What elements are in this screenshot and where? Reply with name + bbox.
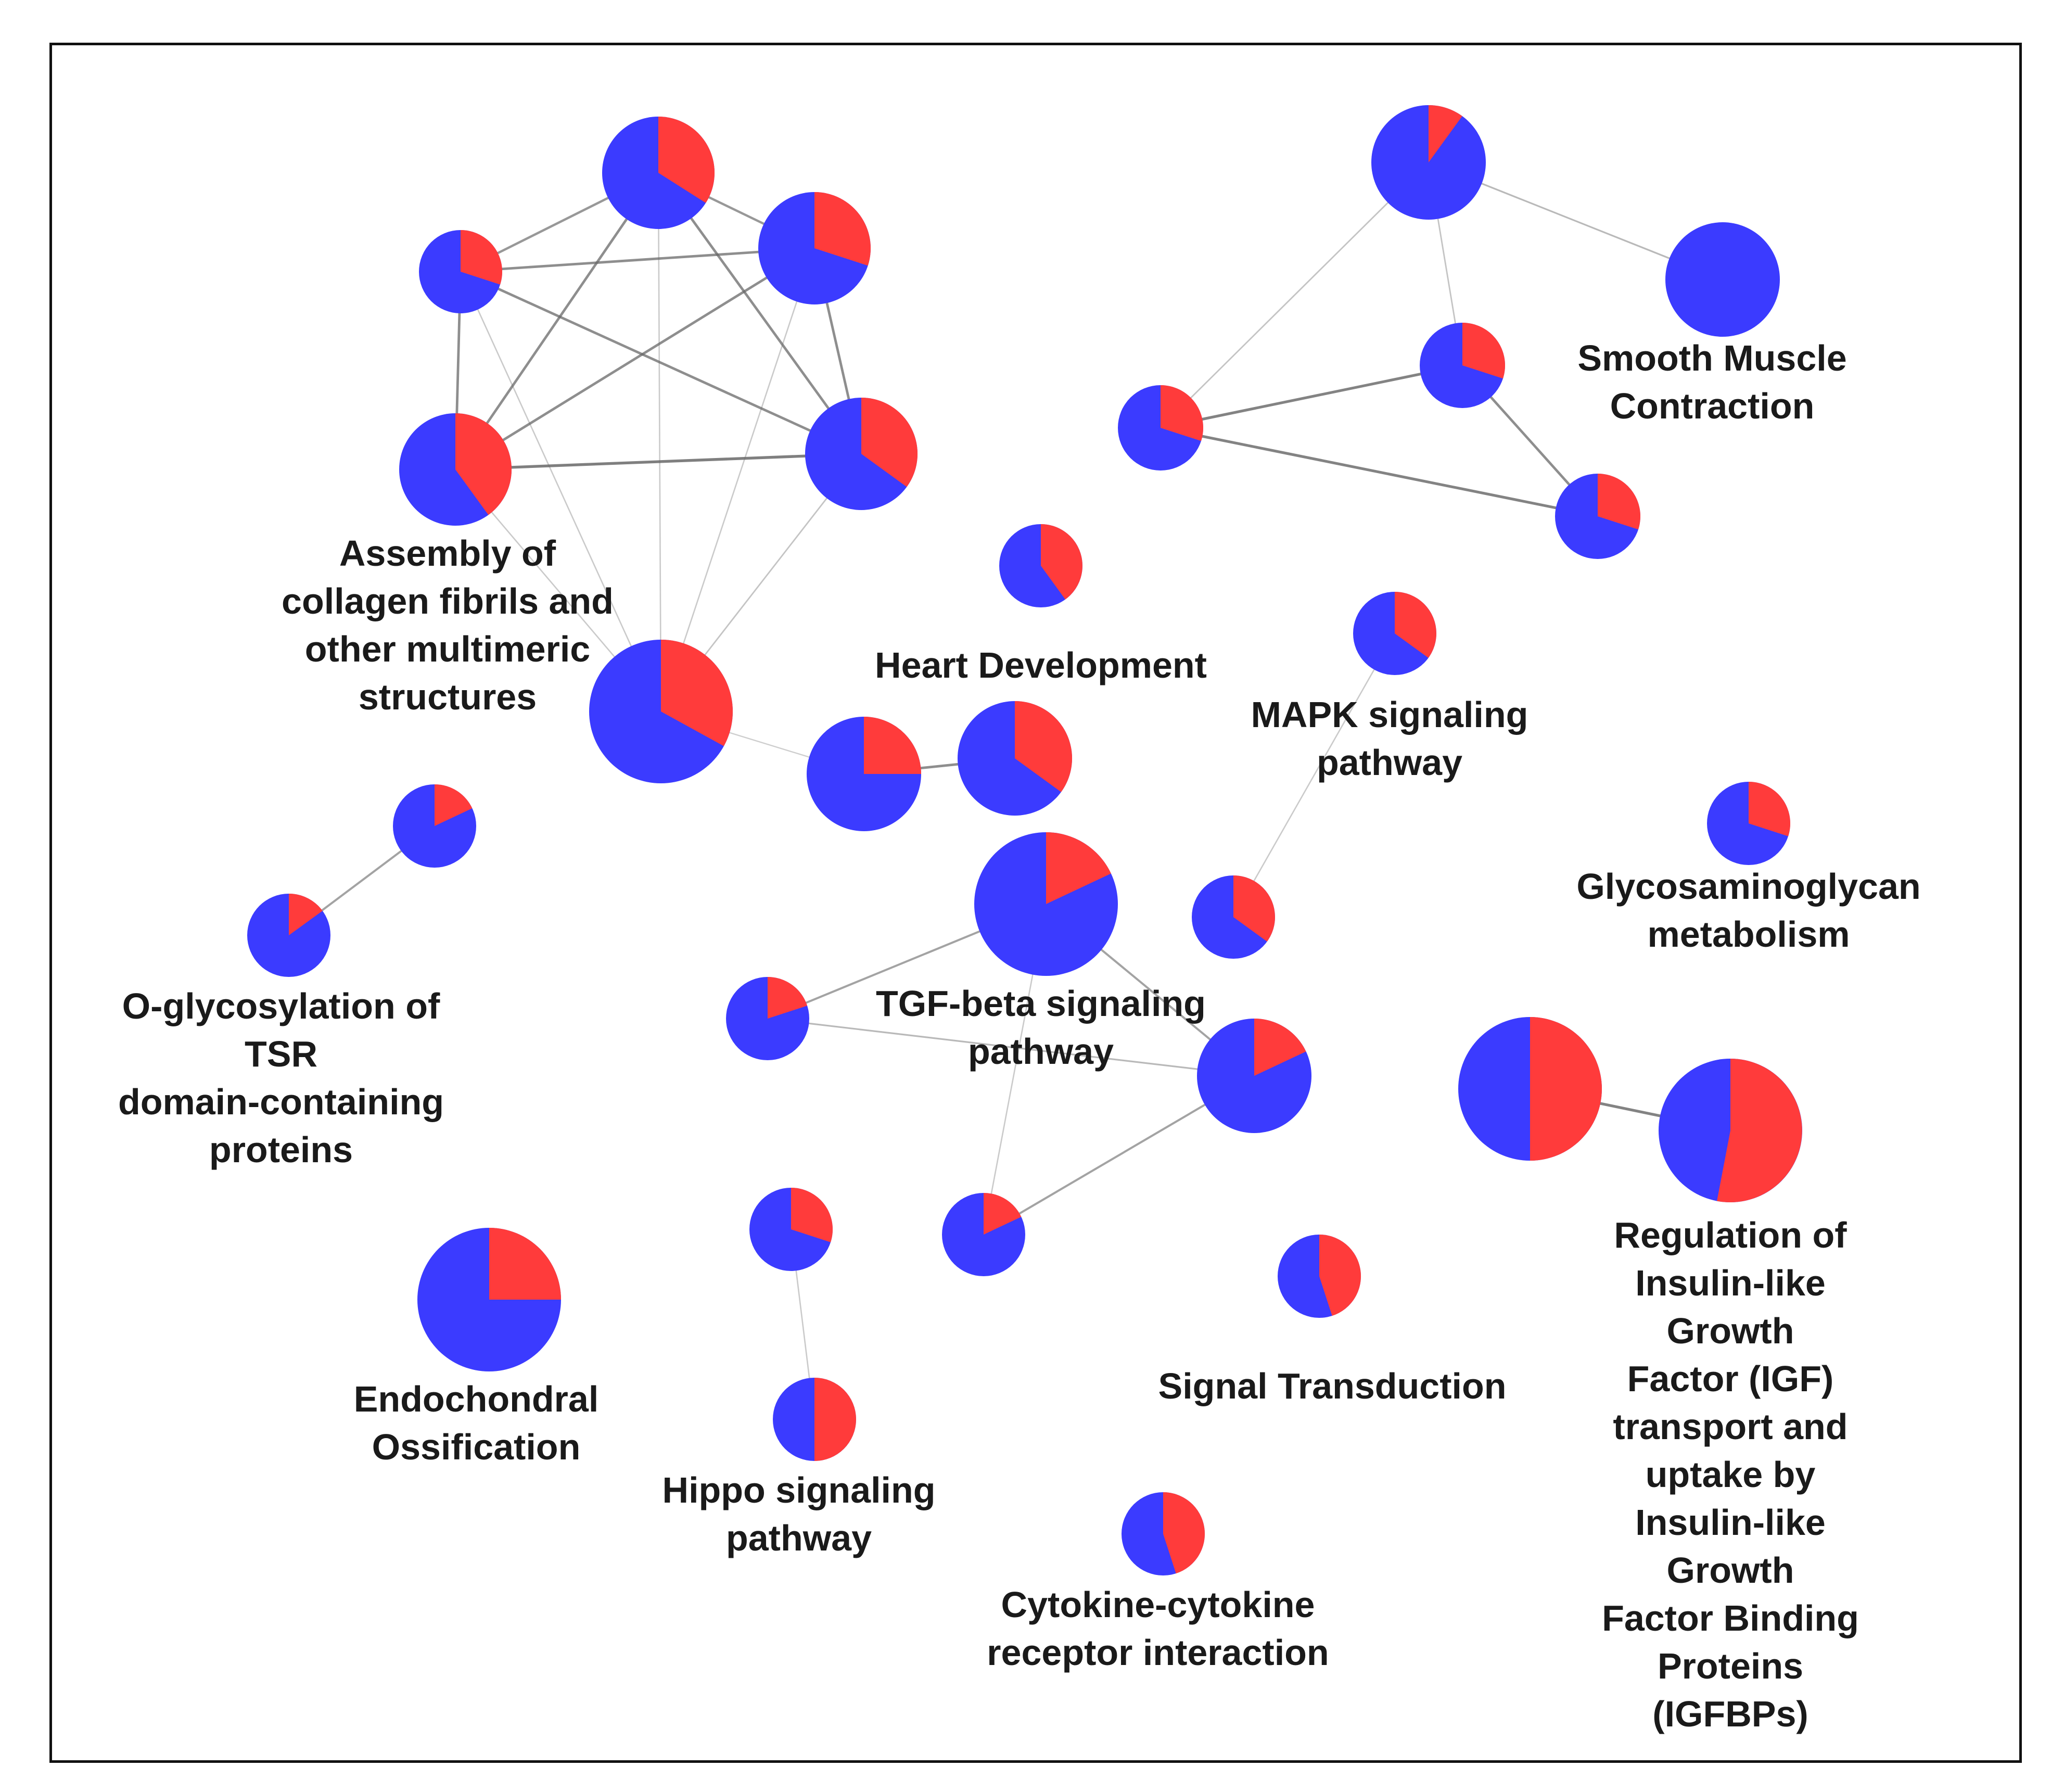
pie-node-c4[interactable]: [399, 413, 512, 526]
pie-slice-up-i1: [1530, 1017, 1602, 1161]
pie-slice-up-hp2: [814, 1378, 856, 1461]
pie-node-s4[interactable]: [1118, 385, 1204, 471]
pie-node-c5[interactable]: [805, 398, 918, 510]
pie-slice-up-m1: [1395, 592, 1436, 658]
label-o-glycosylation: O-glycosylation of TSR domain-containing…: [118, 986, 444, 1170]
pie-slice-up-t2: [768, 977, 808, 1019]
label-smooth-muscle: Smooth Muscle Contraction: [1577, 338, 1847, 426]
pie-slice-up-h1: [1041, 524, 1082, 600]
edge-s4-s5: [1160, 426, 1598, 518]
pie-slice-up-t3: [1254, 1019, 1306, 1076]
pie-slice-down-s2: [1665, 222, 1780, 337]
label-signal-transduction: Signal Transduction: [1158, 1366, 1507, 1406]
pie-slice-up-s5: [1598, 474, 1641, 530]
edge-c3-c4: [454, 247, 816, 471]
pie-slice-up-a2: [1015, 701, 1073, 792]
pie-slice-up-t4: [984, 1193, 1022, 1235]
label-hippo-signaling: Hippo signaling pathway: [662, 1470, 936, 1558]
pie-slice-up-c3: [814, 192, 871, 266]
pie-slice-up-c2: [461, 230, 503, 285]
pie-node-s5[interactable]: [1555, 474, 1641, 559]
pie-node-o1[interactable]: [393, 784, 476, 868]
edge-c4-c5: [455, 452, 862, 471]
edge-c1-c5: [657, 172, 862, 455]
pie-slice-up-o2: [289, 894, 323, 935]
edge-c2-c5: [460, 270, 862, 455]
pie-node-h1[interactable]: [999, 524, 1082, 607]
pie-node-hp1[interactable]: [749, 1188, 833, 1271]
label-tgf-beta: TGF-beta signaling pathway: [876, 983, 1206, 1072]
edge-s1-s4: [1160, 162, 1429, 428]
edge-c2-c3: [460, 247, 815, 273]
pie-node-t4[interactable]: [942, 1193, 1025, 1276]
pie-slice-up-t1: [1046, 832, 1111, 904]
pie-node-c3[interactable]: [758, 192, 871, 304]
pie-node-o2[interactable]: [247, 894, 330, 977]
edge-s3-s4: [1160, 364, 1463, 429]
pie-slice-up-hp1: [791, 1188, 833, 1242]
label-glycosaminoglycan: Glycosaminoglycan metabolism: [1576, 866, 1921, 955]
pie-node-sg1[interactable]: [1278, 1235, 1361, 1318]
pie-node-t2[interactable]: [726, 977, 809, 1060]
diagram-frame: Assembly of collagen fibrils and other m…: [49, 43, 2022, 1763]
pie-node-c6[interactable]: [589, 640, 733, 783]
pie-node-c1[interactable]: [602, 116, 715, 229]
edge-m1-m2: [1232, 633, 1396, 918]
label-heart-development: Heart Development: [875, 645, 1207, 685]
pie-slice-up-c4: [455, 413, 512, 515]
pie-slice-up-s3: [1462, 323, 1506, 379]
pie-node-i2[interactable]: [1659, 1059, 1802, 1202]
pie-node-s2[interactable]: [1665, 222, 1780, 337]
label-cytokine: Cytokine-cytokine receptor interaction: [987, 1584, 1329, 1673]
pie-node-a2[interactable]: [958, 701, 1073, 816]
label-endochondral: Endochondral Ossification: [353, 1379, 599, 1467]
pie-node-s3[interactable]: [1420, 323, 1506, 408]
pie-node-e1[interactable]: [417, 1228, 561, 1371]
pie-node-s1[interactable]: [1371, 105, 1486, 220]
pie-slice-up-c5: [861, 398, 918, 487]
pie-node-hp2[interactable]: [773, 1378, 856, 1461]
pie-slice-up-s1: [1429, 105, 1462, 162]
network-canvas: [247, 105, 1802, 1575]
pie-slice-up-i2: [1717, 1059, 1802, 1202]
pie-slice-up-c6: [661, 640, 733, 746]
pie-slice-up-ck1: [1163, 1492, 1205, 1574]
pie-slice-up-sg1: [1319, 1235, 1361, 1316]
pie-node-ck1[interactable]: [1122, 1492, 1205, 1575]
edge-c1-c4: [454, 172, 659, 471]
pie-node-g1[interactable]: [1707, 782, 1791, 865]
pie-slice-up-e1: [489, 1228, 561, 1300]
pie-node-m1[interactable]: [1353, 592, 1436, 675]
pie-slice-up-o1: [435, 784, 473, 826]
edge-c2-c6: [460, 271, 662, 712]
pie-node-t3[interactable]: [1197, 1019, 1311, 1133]
pie-slice-up-m2: [1233, 875, 1275, 942]
pie-node-m2[interactable]: [1192, 875, 1275, 959]
label-collagen-assembly: Assembly of collagen fibrils and other m…: [282, 533, 614, 717]
pie-slice-up-a1: [864, 717, 921, 774]
pie-slice-up-g1: [1749, 782, 1791, 836]
pie-node-i1[interactable]: [1458, 1017, 1602, 1161]
label-mapk-signaling: MAPK signaling pathway: [1251, 694, 1528, 783]
label-igf-regulation: Regulation of Insulin-like Growth Factor…: [1602, 1215, 1859, 1734]
edge-c3-c6: [660, 248, 816, 712]
pie-slice-up-c1: [658, 116, 715, 203]
pie-node-c2[interactable]: [419, 230, 503, 313]
pie-node-t1[interactable]: [974, 832, 1118, 976]
edge-t2-t3: [767, 1018, 1255, 1077]
edge-c1-c6: [657, 172, 662, 712]
pie-slice-up-s4: [1161, 385, 1204, 441]
pie-node-a1[interactable]: [807, 717, 921, 831]
